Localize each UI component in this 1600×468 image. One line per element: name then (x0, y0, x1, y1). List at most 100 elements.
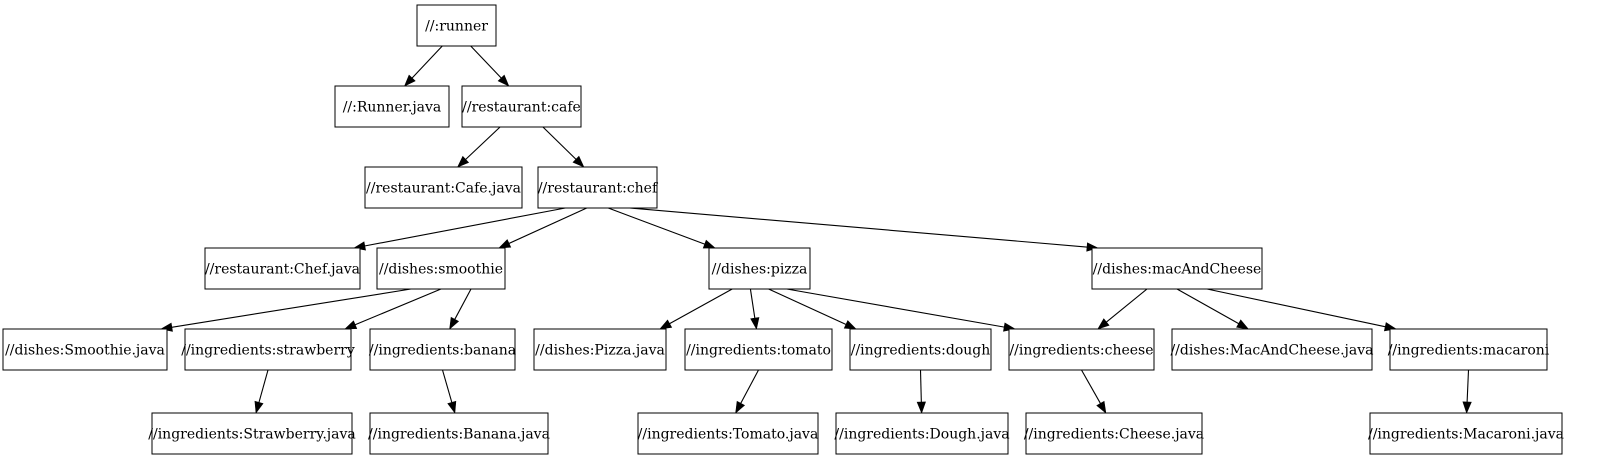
node-restaurant_chef[interactable]: //restaurant:chef (537, 166, 659, 209)
node-runner[interactable]: //:runner (416, 4, 497, 47)
node-label: //dishes:smoothie (379, 262, 503, 278)
node-restaurant_chef_java[interactable]: //restaurant:Chef.java (204, 247, 361, 290)
node-ing_banana_java[interactable]: //ingredients:Banana.java (368, 412, 550, 455)
edge-runner-to-runner_java (403, 45, 443, 87)
edge-runner-to-restaurant_cafe (470, 45, 510, 87)
node-ing_macaroni[interactable]: //ingredients:macaroni (1388, 328, 1550, 371)
node-box[interactable] (849, 328, 992, 371)
node-ing_dough_java[interactable]: //ingredients:Dough.java (834, 412, 1010, 455)
node-ing_cheese_java[interactable]: //ingredients:Cheese.java (1024, 412, 1204, 455)
edge-restaurant_chef-to-restaurant_chef_java (353, 207, 566, 251)
node-box[interactable] (684, 328, 833, 371)
edge-line (608, 207, 706, 246)
node-box[interactable] (184, 328, 352, 371)
edge-line (453, 288, 472, 321)
node-box[interactable] (369, 328, 516, 371)
edge-arrowhead (457, 155, 470, 168)
node-box[interactable] (334, 85, 450, 128)
edge-dishes_smoothie-to-dishes_smoothie_java (160, 288, 412, 332)
node-ing_tomato[interactable]: //ingredients:tomato (684, 328, 833, 371)
edge-arrowhead (1236, 319, 1249, 330)
node-box[interactable] (364, 166, 523, 209)
node-box[interactable] (1369, 412, 1563, 455)
node-box[interactable] (637, 412, 819, 455)
node-dishes_smoothie_java[interactable]: //dishes:Smoothie.java (2, 328, 168, 371)
node-ing_strawberry_java[interactable]: //ingredients:Strawberry.java (148, 412, 356, 455)
node-ing_tomato_java[interactable]: //ingredients:Tomato.java (637, 412, 819, 455)
node-dishes_pizza[interactable]: //dishes:pizza (708, 247, 811, 290)
edge-line (739, 369, 759, 405)
edge-line (1081, 369, 1102, 405)
node-label: //restaurant:Cafe.java (366, 181, 521, 197)
node-box[interactable] (1008, 328, 1155, 371)
edge-restaurant_chef-to-dishes_pizza (608, 207, 716, 249)
edge-line (542, 126, 578, 161)
node-box[interactable] (376, 247, 506, 290)
edge-dishes_macandcheese-to-ing_cheese (1097, 288, 1148, 330)
node-box[interactable] (151, 412, 353, 455)
node-label: //ingredients:macaroni (1388, 343, 1550, 359)
edge-arrowhead (702, 239, 716, 249)
node-label: //ingredients:Tomato.java (638, 427, 819, 443)
edge-line (411, 45, 443, 80)
node-box[interactable] (204, 247, 361, 290)
node-label: //ingredients:Banana.java (368, 427, 550, 443)
node-box[interactable] (537, 166, 658, 209)
node-restaurant_cafe[interactable]: //restaurant:cafe (461, 85, 582, 128)
node-box[interactable] (1389, 328, 1548, 371)
edge-arrowhead (916, 401, 926, 414)
edge-line (507, 207, 588, 245)
edge-arrowhead (344, 320, 358, 330)
node-runner_java[interactable]: //:Runner.java (334, 85, 450, 128)
node-box[interactable] (708, 247, 811, 290)
node-box[interactable] (1025, 412, 1203, 455)
edge-arrowhead (254, 400, 264, 414)
edge-dishes_smoothie-to-ing_strawberry (344, 288, 442, 330)
edge-dishes_macandcheese-to-ing_macaroni (1206, 288, 1397, 332)
node-box[interactable] (533, 328, 667, 371)
node-dishes_pizza_java[interactable]: //dishes:Pizza.java (533, 328, 667, 371)
edge-arrowhead (1462, 401, 1472, 414)
node-ing_dough[interactable]: //ingredients:dough (849, 328, 992, 371)
node-restaurant_cafe_java[interactable]: //restaurant:Cafe.java (364, 166, 523, 209)
edge-line (363, 207, 566, 247)
node-label: //ingredients:banana (369, 343, 516, 359)
node-ing_cheese[interactable]: //ingredients:cheese (1008, 328, 1155, 371)
node-label: //:runner (425, 19, 488, 35)
node-dishes_macandcheese_java[interactable]: //dishes:MacAndCheese.java (1170, 328, 1374, 371)
node-box[interactable] (2, 328, 168, 371)
node-label: //ingredients:Dough.java (834, 427, 1009, 443)
node-dishes_macandcheese[interactable]: //dishes:macAndCheese (1091, 247, 1263, 290)
edge-restaurant_cafe-to-restaurant_cafe_java (457, 126, 501, 168)
node-ing_macaroni_java[interactable]: //ingredients:Macaroni.java (1368, 412, 1564, 455)
edge-line (919, 369, 922, 404)
edge-line (258, 369, 269, 404)
node-box[interactable] (461, 85, 582, 128)
node-box[interactable] (1171, 328, 1373, 371)
edge-dishes_smoothie-to-ing_banana (449, 288, 472, 330)
edge-arrowhead (1097, 318, 1110, 330)
edge-line (1176, 288, 1240, 325)
node-box[interactable] (835, 412, 1009, 455)
node-box[interactable] (1091, 247, 1263, 290)
node-box[interactable] (416, 4, 497, 47)
node-label: //restaurant:cafe (462, 100, 581, 116)
node-label: //dishes:Smoothie.java (5, 343, 165, 359)
node-box[interactable] (369, 412, 549, 455)
node-dishes_smoothie[interactable]: //dishes:smoothie (376, 247, 506, 290)
node-label: //dishes:macAndCheese (1093, 262, 1262, 278)
node-ing_banana[interactable]: //ingredients:banana (369, 328, 516, 371)
edge-ing_macaroni-to-ing_macaroni_java (1462, 369, 1472, 414)
node-label: //restaurant:chef (538, 181, 659, 197)
node-label: //dishes:MacAndCheese.java (1170, 343, 1373, 359)
edge-ing_tomato-to-ing_tomato_java (735, 369, 759, 414)
edge-line (170, 288, 412, 328)
edge-arrowhead (403, 74, 416, 87)
edge-line (768, 288, 848, 326)
node-ing_strawberry[interactable]: //ingredients:strawberry (181, 328, 355, 371)
node-label: //dishes:pizza (712, 262, 808, 278)
node-label: //:Runner.java (343, 100, 442, 116)
edge-line (470, 45, 503, 80)
edge-dishes_pizza-to-ing_dough (768, 288, 857, 330)
